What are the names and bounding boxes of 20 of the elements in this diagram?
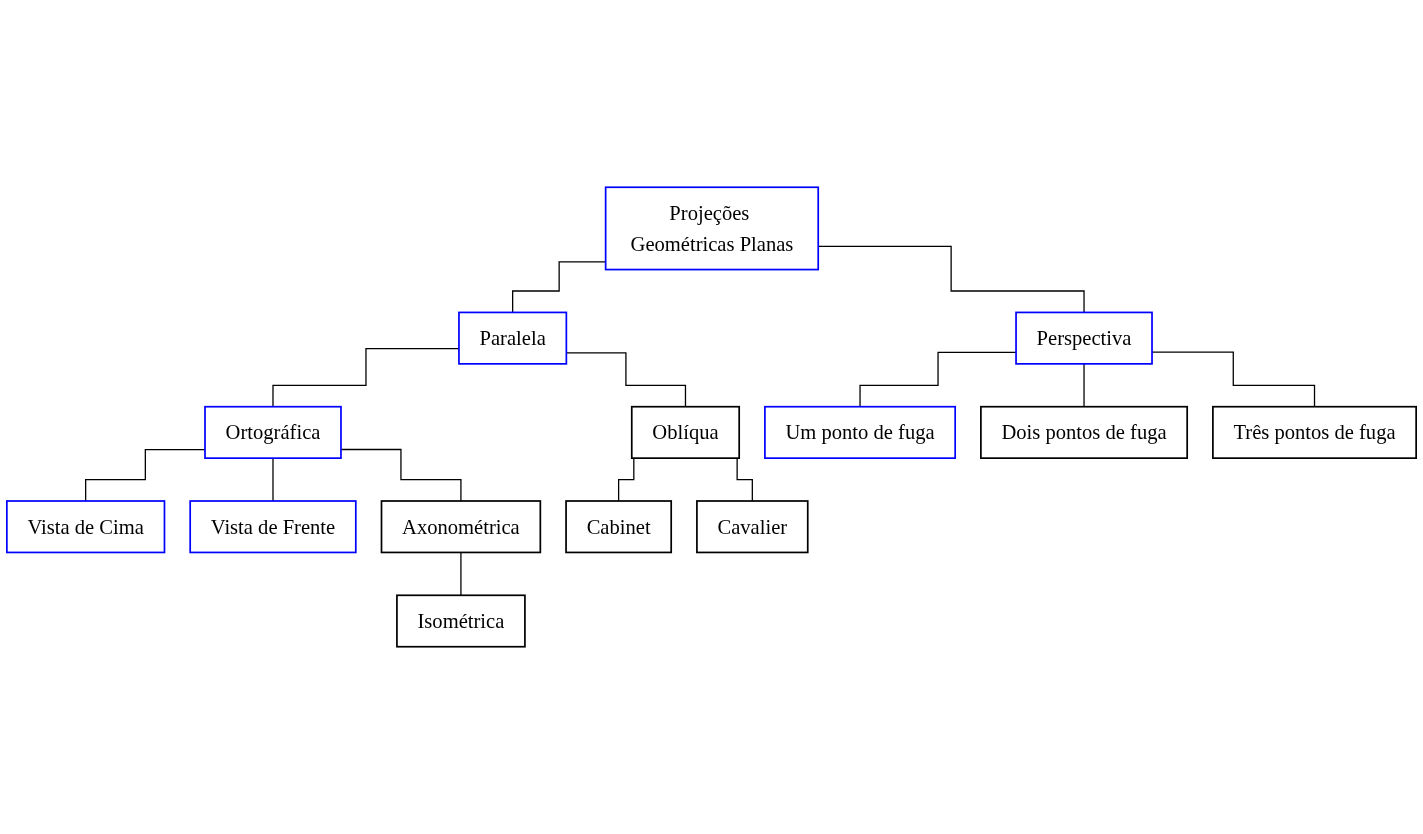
node-box: Paralela: [458, 311, 568, 365]
node-box: Dois pontos de fuga: [980, 405, 1189, 459]
node-box: Cabinet: [565, 500, 673, 554]
node-box: Um ponto de fuga: [764, 405, 957, 459]
connector: [1083, 363, 1085, 408]
connector: [859, 351, 1017, 408]
node-box: Oblíqua: [630, 405, 741, 459]
node-box: Axonométrica: [380, 500, 542, 554]
node-box: Isométrica: [396, 594, 526, 648]
connector: [85, 448, 206, 502]
node-box: Projeções Geométricas Planas: [604, 186, 820, 271]
node-box: Cavalier: [696, 500, 809, 554]
connector: [460, 551, 462, 596]
node-box: Vista de Frente: [189, 500, 357, 554]
node-box: Três pontos de fuga: [1212, 405, 1417, 459]
node-box: Ortográfica: [204, 405, 342, 459]
node-box: Vista de Cima: [6, 500, 166, 554]
connector: [272, 457, 274, 502]
connector: [340, 448, 462, 502]
node-box: Perspectiva: [1015, 311, 1153, 365]
